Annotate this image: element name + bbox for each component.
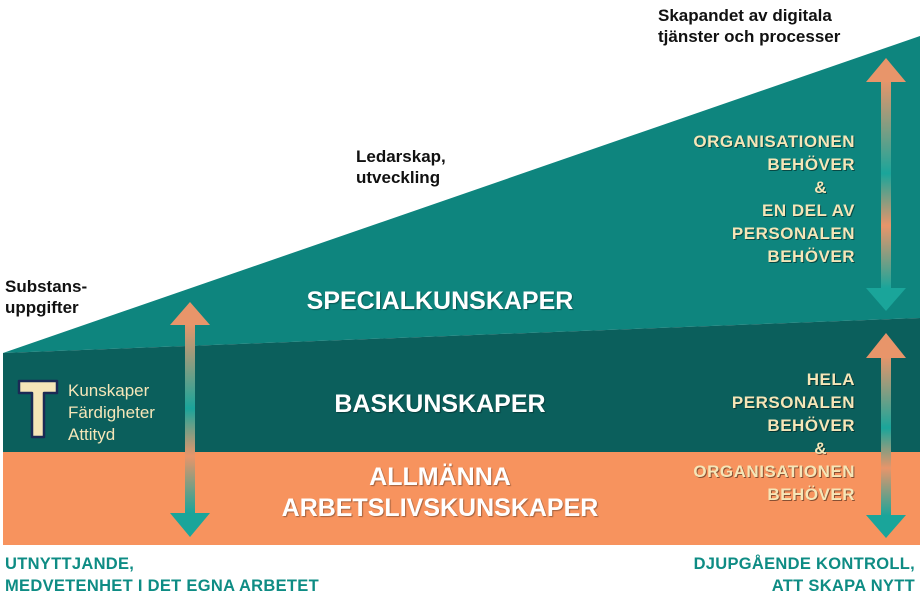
footer-right: DJUPGÅENDE KONTROLL, ATT SKAPA NYTT: [694, 553, 915, 597]
t-model-item: Attityd: [68, 425, 116, 444]
title-line: ARBETSLIVSKUNSKAPER: [281, 494, 599, 522]
note-line: &: [814, 439, 827, 458]
title-specialkunskaper: SPECIALKUNSKAPER: [306, 287, 574, 315]
label-line: utveckling: [356, 168, 441, 187]
double-arrow-right-lower: [866, 333, 906, 538]
note-line: BEHÖVER: [767, 485, 855, 504]
note-line: EN DEL AV: [762, 201, 855, 220]
note-line: BEHÖVER: [767, 416, 855, 435]
title-baskunskaper: BASKUNSKAPER: [334, 390, 546, 418]
title-allmanna: ALLMÄNNA ARBETSLIVSKUNSKAPER: [200, 462, 680, 524]
label-skapandet: Skapandet av digitala tjänster och proce…: [658, 5, 840, 47]
title-line: ALLMÄNNA: [369, 463, 511, 491]
note-line: PERSONALEN: [731, 224, 855, 243]
band-allmanna-arbetslivskunskaper: [3, 452, 920, 545]
footer-line: UTNYTTJANDE,: [5, 555, 135, 573]
footer-line: DJUPGÅENDE KONTROLL,: [693, 555, 915, 573]
footer-line: ATT SKAPA NYTT: [771, 577, 915, 595]
double-arrow-right-upper: [866, 58, 906, 311]
note-lower: HELA PERSONALEN BEHÖVER & ORGANISATIONEN…: [600, 368, 855, 506]
note-line: &: [814, 178, 827, 197]
label-line: Substans-: [5, 277, 88, 296]
double-arrow-left: [170, 302, 210, 537]
label-line: tjänster och processer: [658, 27, 841, 46]
label-line: uppgifter: [5, 298, 79, 317]
t-model-item: Färdigheter: [68, 403, 155, 422]
band-specialkunskaper: [3, 36, 920, 353]
note-line: ORGANISATIONEN: [693, 462, 855, 481]
note-line: BEHÖVER: [767, 155, 855, 174]
footer-left: UTNYTTJANDE, MEDVETENHET I DET EGNA ARBE…: [5, 553, 319, 597]
note-line: PERSONALEN: [731, 393, 855, 412]
band-baskunskaper: [3, 318, 920, 452]
note-upper: ORGANISATIONEN BEHÖVER & EN DEL AV PERSO…: [600, 130, 855, 268]
note-line: ORGANISATIONEN: [693, 132, 855, 151]
label-substansuppgifter: Substans- uppgifter: [5, 276, 87, 318]
footer-line: MEDVETENHET I DET EGNA ARBETET: [5, 577, 319, 595]
label-ledarskap: Ledarskap, utveckling: [356, 146, 446, 188]
t-model-list: Kunskaper Färdigheter Attityd: [68, 380, 155, 446]
t-model-item: Kunskaper: [68, 381, 150, 400]
note-line: HELA: [806, 370, 855, 389]
label-line: Ledarskap,: [356, 147, 446, 166]
note-line: BEHÖVER: [767, 247, 855, 266]
label-line: Skapandet av digitala: [658, 6, 832, 25]
t-letter-icon: [17, 379, 59, 439]
